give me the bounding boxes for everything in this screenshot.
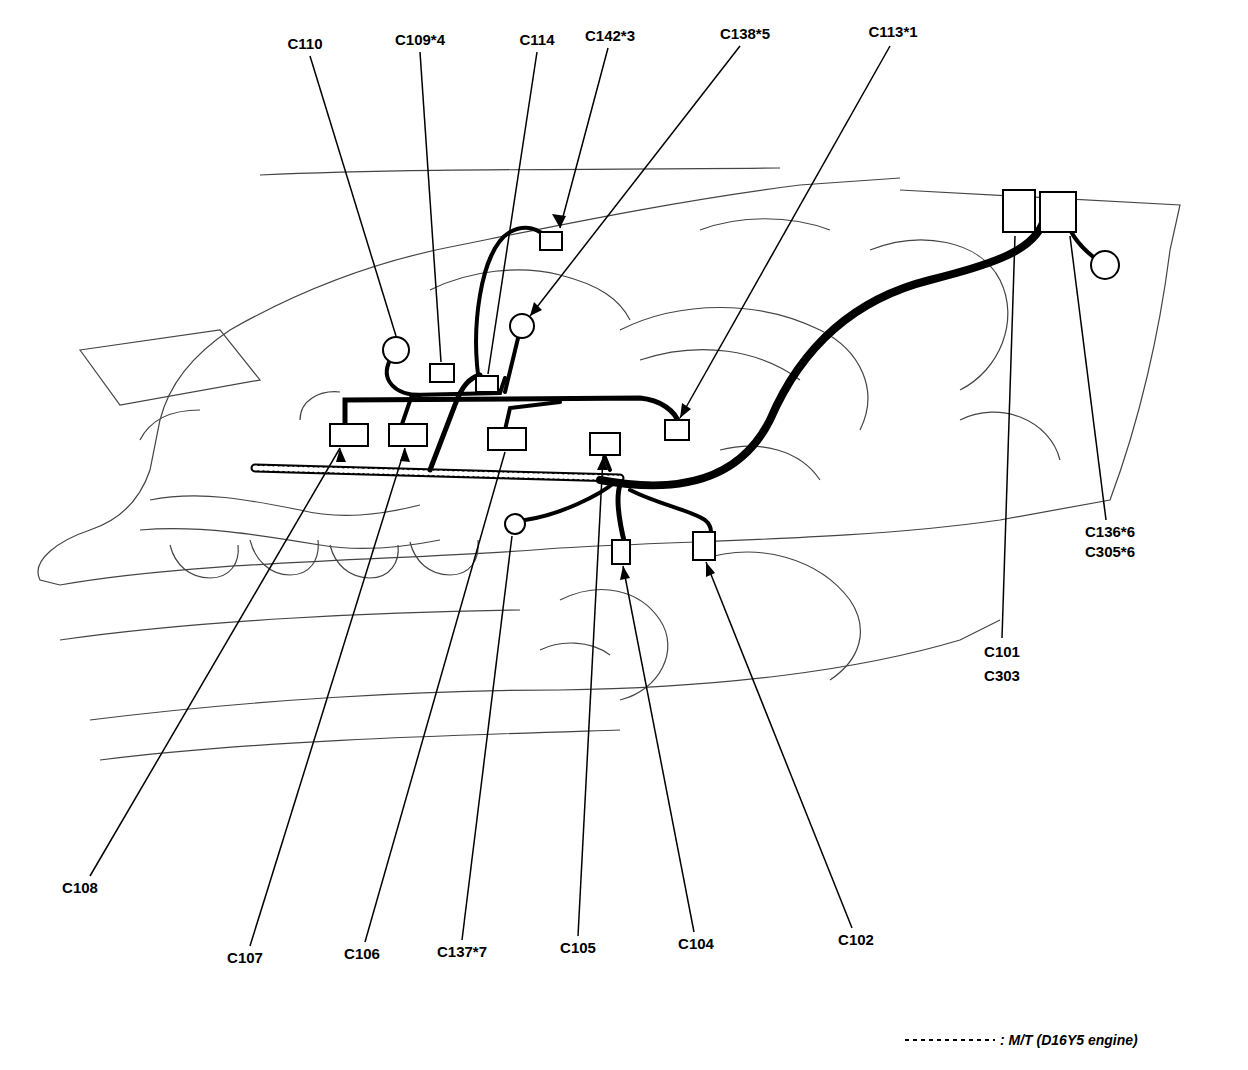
callout-number: C102 [838, 931, 874, 949]
callout-number: C106 [344, 945, 380, 963]
callout-number: C142*3 [585, 27, 635, 45]
callout-number: C136*6 [1085, 523, 1135, 541]
callout-number: C104 [678, 935, 714, 953]
leader-arrowheads [336, 214, 715, 580]
callout-number: C101 [984, 643, 1020, 661]
legend-text: : M/T (D16Y5 engine) [1000, 1032, 1138, 1048]
callout-number: C105 [560, 939, 596, 957]
callout-number: C109*4 [395, 31, 445, 49]
wire-harness [255, 215, 1100, 545]
callout-number: C108 [62, 879, 98, 897]
callout-number: C114 [519, 31, 554, 49]
connector-symbols [330, 190, 1119, 564]
callout-number: C110 [287, 35, 322, 53]
leader-lines [90, 46, 1106, 946]
callout-number: C113*1 [868, 23, 917, 41]
callout-number: C137*7 [437, 943, 487, 961]
callout-number: C107 [227, 949, 263, 967]
callout-number: C305*6 [1085, 543, 1135, 561]
legend-sample-line [905, 1039, 995, 1041]
callout-number: C138*5 [720, 25, 770, 43]
callout-number: C303 [984, 667, 1020, 685]
